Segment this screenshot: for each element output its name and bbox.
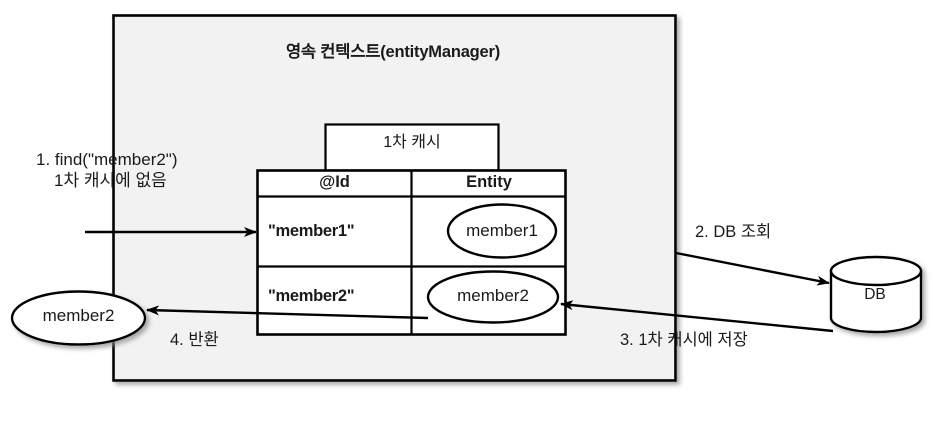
- entity-ellipse-member1: [446, 203, 558, 259]
- table-header-id: @Id: [319, 173, 350, 191]
- database-cylinder: [829, 255, 923, 334]
- arrow-step-3: [560, 300, 834, 333]
- entity-label-member2: member2: [457, 286, 529, 305]
- step-2-label: 2. DB 조회: [695, 223, 772, 241]
- first-level-cache-label: 1차 캐시: [383, 134, 441, 151]
- table-row-key-member1: "member1": [268, 222, 355, 240]
- step-1-line-2: 1차 캐시에 없음: [54, 170, 167, 190]
- database-label: DB: [864, 286, 886, 303]
- arrow-step-2: [675, 251, 830, 286]
- entity-ellipse-member2: [426, 270, 560, 324]
- returned-entity-ellipse: [10, 290, 147, 346]
- table-header-entity: Entity: [466, 173, 512, 191]
- step-4-label: 4. 반환: [170, 331, 219, 349]
- first-level-cache-box: [324, 123, 500, 172]
- returned-entity-label: member2: [42, 306, 115, 325]
- arrow-step-4: [146, 305, 429, 320]
- table-row-key-member2: "member2": [268, 287, 355, 305]
- step-1-label: 1. find("member2") 1차 캐시에 없음: [36, 150, 178, 191]
- step-1-line-1: 1. find("member2"): [36, 150, 178, 169]
- page-title: 영속 컨텍스트(entityManager): [285, 43, 501, 61]
- step-3-label: 3. 1차 캐시에 저장: [620, 331, 748, 349]
- entity-label-member1: member1: [466, 221, 538, 240]
